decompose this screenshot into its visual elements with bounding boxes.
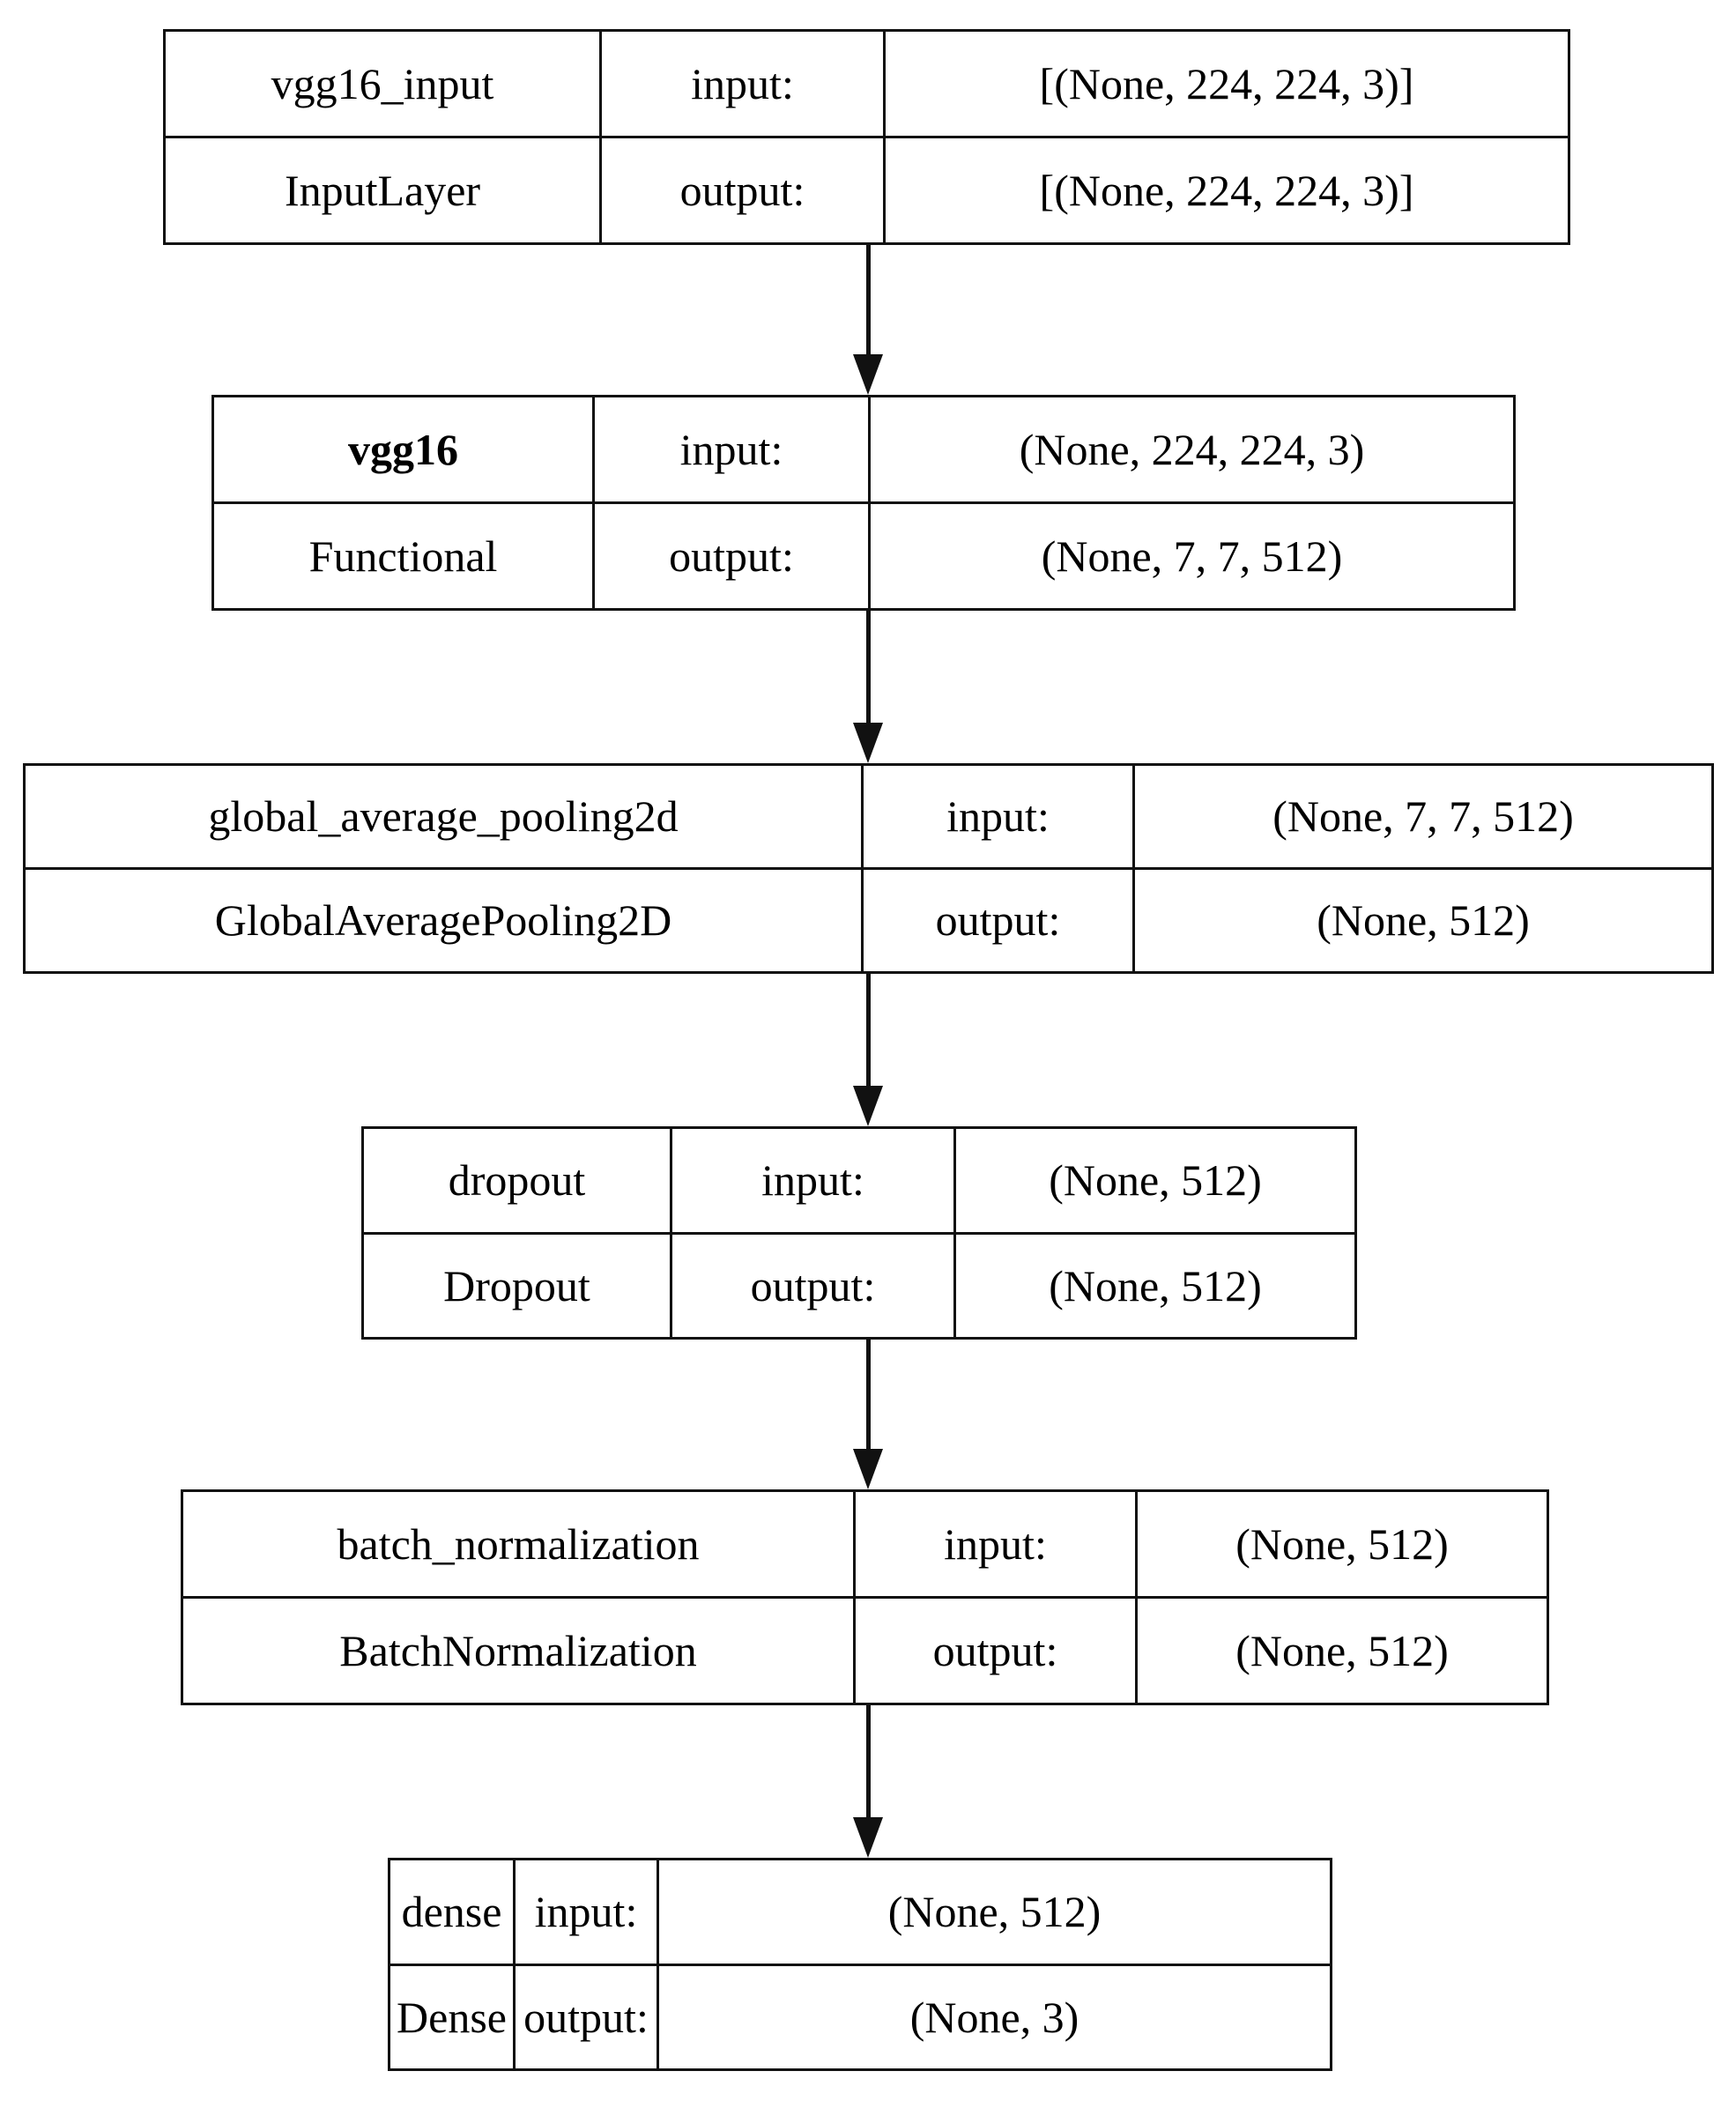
node-type: Dropout [364, 1234, 672, 1337]
node-type: InputLayer [166, 138, 602, 242]
arrowhead-icon [853, 354, 883, 395]
node-output-shape: [(None, 224, 224, 3)] [1039, 165, 1414, 215]
node-output-shape: (None, 3) [909, 1992, 1079, 2042]
node-input-label: input: [672, 1129, 956, 1232]
node-input-shape: (None, 224, 224, 3) [1019, 424, 1365, 474]
node-output-label: output: [516, 1965, 659, 2068]
edge-line [866, 974, 871, 1088]
edge-line [866, 245, 871, 356]
node-input-label: input: [602, 32, 886, 136]
node-name: global_average_pooling2d [26, 766, 864, 867]
node-output-label: output: [602, 138, 886, 242]
node-input-label: input: [595, 397, 871, 501]
edge-line [866, 1705, 871, 1819]
node-input-shape: (None, 512) [887, 1887, 1102, 1936]
node-output-shape: (None, 7, 7, 512) [1041, 531, 1343, 581]
node-input-shape: (None, 512) [1049, 1155, 1262, 1205]
node-type: GlobalAveragePooling2D [26, 870, 864, 971]
node-output-label: output: [856, 1599, 1138, 1703]
node-input-label: input: [516, 1860, 659, 1964]
node-name: dense [390, 1860, 516, 1964]
node-name: batch_normalization [183, 1492, 856, 1596]
node-type: BatchNormalization [183, 1599, 856, 1703]
node-input-label: input: [856, 1492, 1138, 1596]
node-type: Dense [390, 1965, 516, 2068]
node-type: Functional [214, 504, 595, 608]
node-input-label: input: [864, 766, 1135, 867]
arrowhead-icon [853, 1086, 883, 1126]
node-output-shape: (None, 512) [1235, 1625, 1449, 1675]
node-output-label: output: [672, 1234, 956, 1337]
arrowhead-icon [853, 1449, 883, 1489]
node-name: vgg16 [214, 397, 595, 501]
node-output-shape: (None, 512) [1317, 895, 1530, 946]
node-output-label: output: [864, 870, 1135, 971]
arrowhead-icon [853, 1817, 883, 1858]
node-name: dropout [364, 1129, 672, 1232]
node-name: vgg16_input [166, 32, 602, 136]
edge-line [866, 611, 871, 724]
node-output-label: output: [595, 504, 871, 608]
edge-line [866, 1340, 871, 1451]
node-output-shape: (None, 512) [1049, 1260, 1262, 1310]
node-input-shape: (None, 7, 7, 512) [1272, 791, 1574, 842]
arrowhead-icon [853, 723, 883, 763]
node-input-shape: [(None, 224, 224, 3)] [1039, 58, 1414, 108]
node-input-shape: (None, 512) [1235, 1518, 1449, 1569]
